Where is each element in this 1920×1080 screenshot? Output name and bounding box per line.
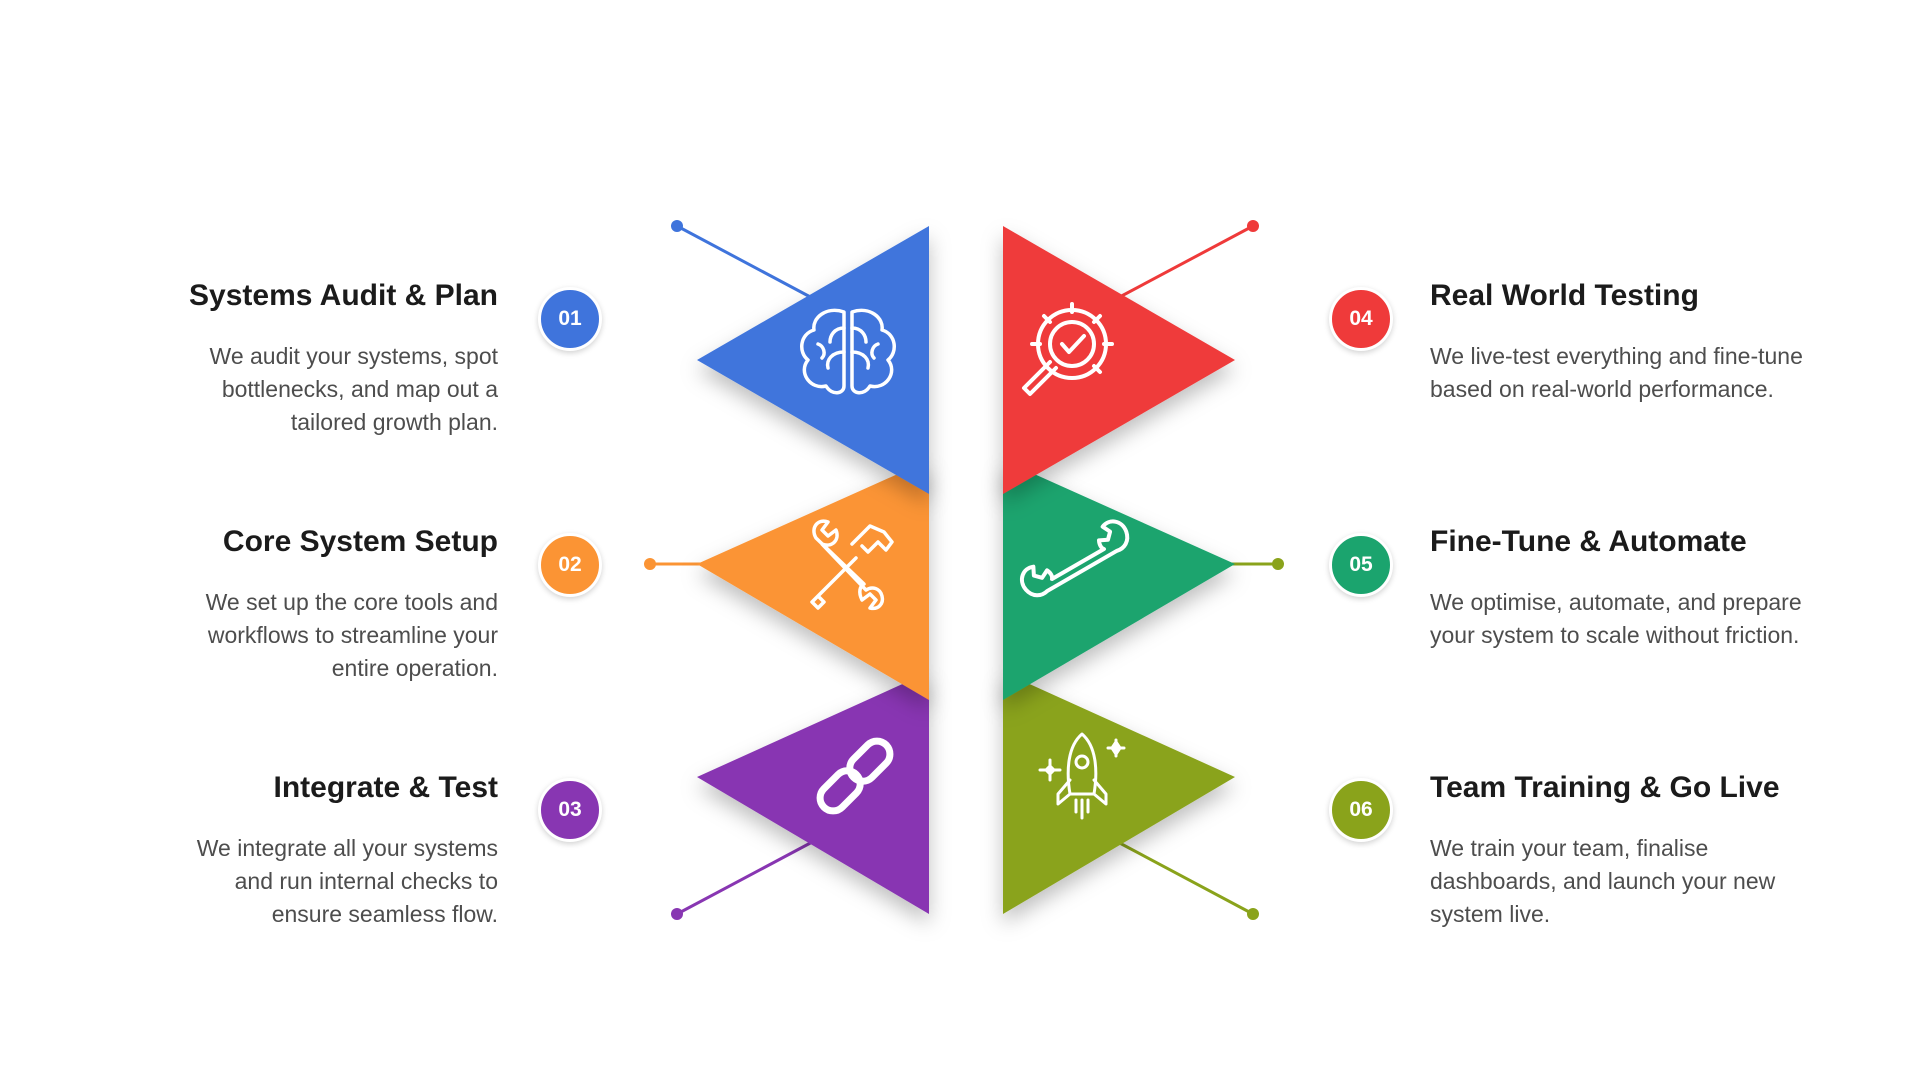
step-description: We audit your systems, spot bottlenecks,… bbox=[209, 343, 498, 435]
step-badge-03: 03 bbox=[538, 778, 602, 842]
connector-line-06 bbox=[1113, 838, 1259, 920]
rocket-icon bbox=[1038, 732, 1126, 820]
step-title: Integrate & Test bbox=[273, 771, 499, 804]
triangle-05 bbox=[1003, 460, 1235, 700]
triangle-04 bbox=[1003, 226, 1235, 494]
connector-line-03 bbox=[671, 838, 817, 920]
step-badge-05: 05 bbox=[1329, 533, 1393, 597]
step-05: Fine-Tune & Automate We optimise, automa… bbox=[1430, 522, 1810, 652]
step-title: Fine-Tune & Automate bbox=[1430, 525, 1747, 558]
step-04: Real World Testing We live-test everythi… bbox=[1430, 276, 1810, 406]
triangle-02 bbox=[697, 460, 929, 700]
step-description: We train your team, finalise dashboards,… bbox=[1430, 835, 1776, 927]
connector-line-01 bbox=[671, 220, 817, 302]
triangle-01 bbox=[697, 226, 929, 494]
step-description: We live-test everything and fine-tune ba… bbox=[1430, 343, 1803, 402]
step-02: Core System Setup We set up the core too… bbox=[158, 522, 498, 685]
step-title: Team Training & Go Live bbox=[1430, 771, 1780, 804]
triangle-03 bbox=[697, 672, 929, 914]
wrench-icon bbox=[1019, 519, 1130, 598]
connector-line-04 bbox=[1113, 220, 1259, 302]
triangle-06 bbox=[1003, 672, 1235, 914]
step-description: We optimise, automate, and prepare your … bbox=[1430, 589, 1802, 648]
step-03: Integrate & Test We integrate all your s… bbox=[158, 768, 498, 931]
step-badge-04: 04 bbox=[1329, 287, 1393, 351]
step-badge-02: 02 bbox=[538, 533, 602, 597]
tools-icon bbox=[810, 519, 894, 611]
gear-check-search-icon bbox=[1022, 302, 1114, 396]
step-badge-06: 06 bbox=[1329, 778, 1393, 842]
step-title: Real World Testing bbox=[1430, 279, 1699, 312]
step-description: We integrate all your systems and run in… bbox=[196, 835, 498, 927]
step-06: Team Training & Go Live We train your te… bbox=[1430, 768, 1810, 931]
link-icon bbox=[816, 737, 894, 815]
step-badge-01: 01 bbox=[538, 287, 602, 351]
step-description: We set up the core tools and workflows t… bbox=[205, 589, 498, 681]
step-title: Systems Audit & Plan bbox=[189, 279, 498, 312]
step-title: Core System Setup bbox=[222, 525, 498, 558]
brain-icon bbox=[800, 308, 896, 395]
step-01: Systems Audit & Plan We audit your syste… bbox=[158, 276, 498, 439]
